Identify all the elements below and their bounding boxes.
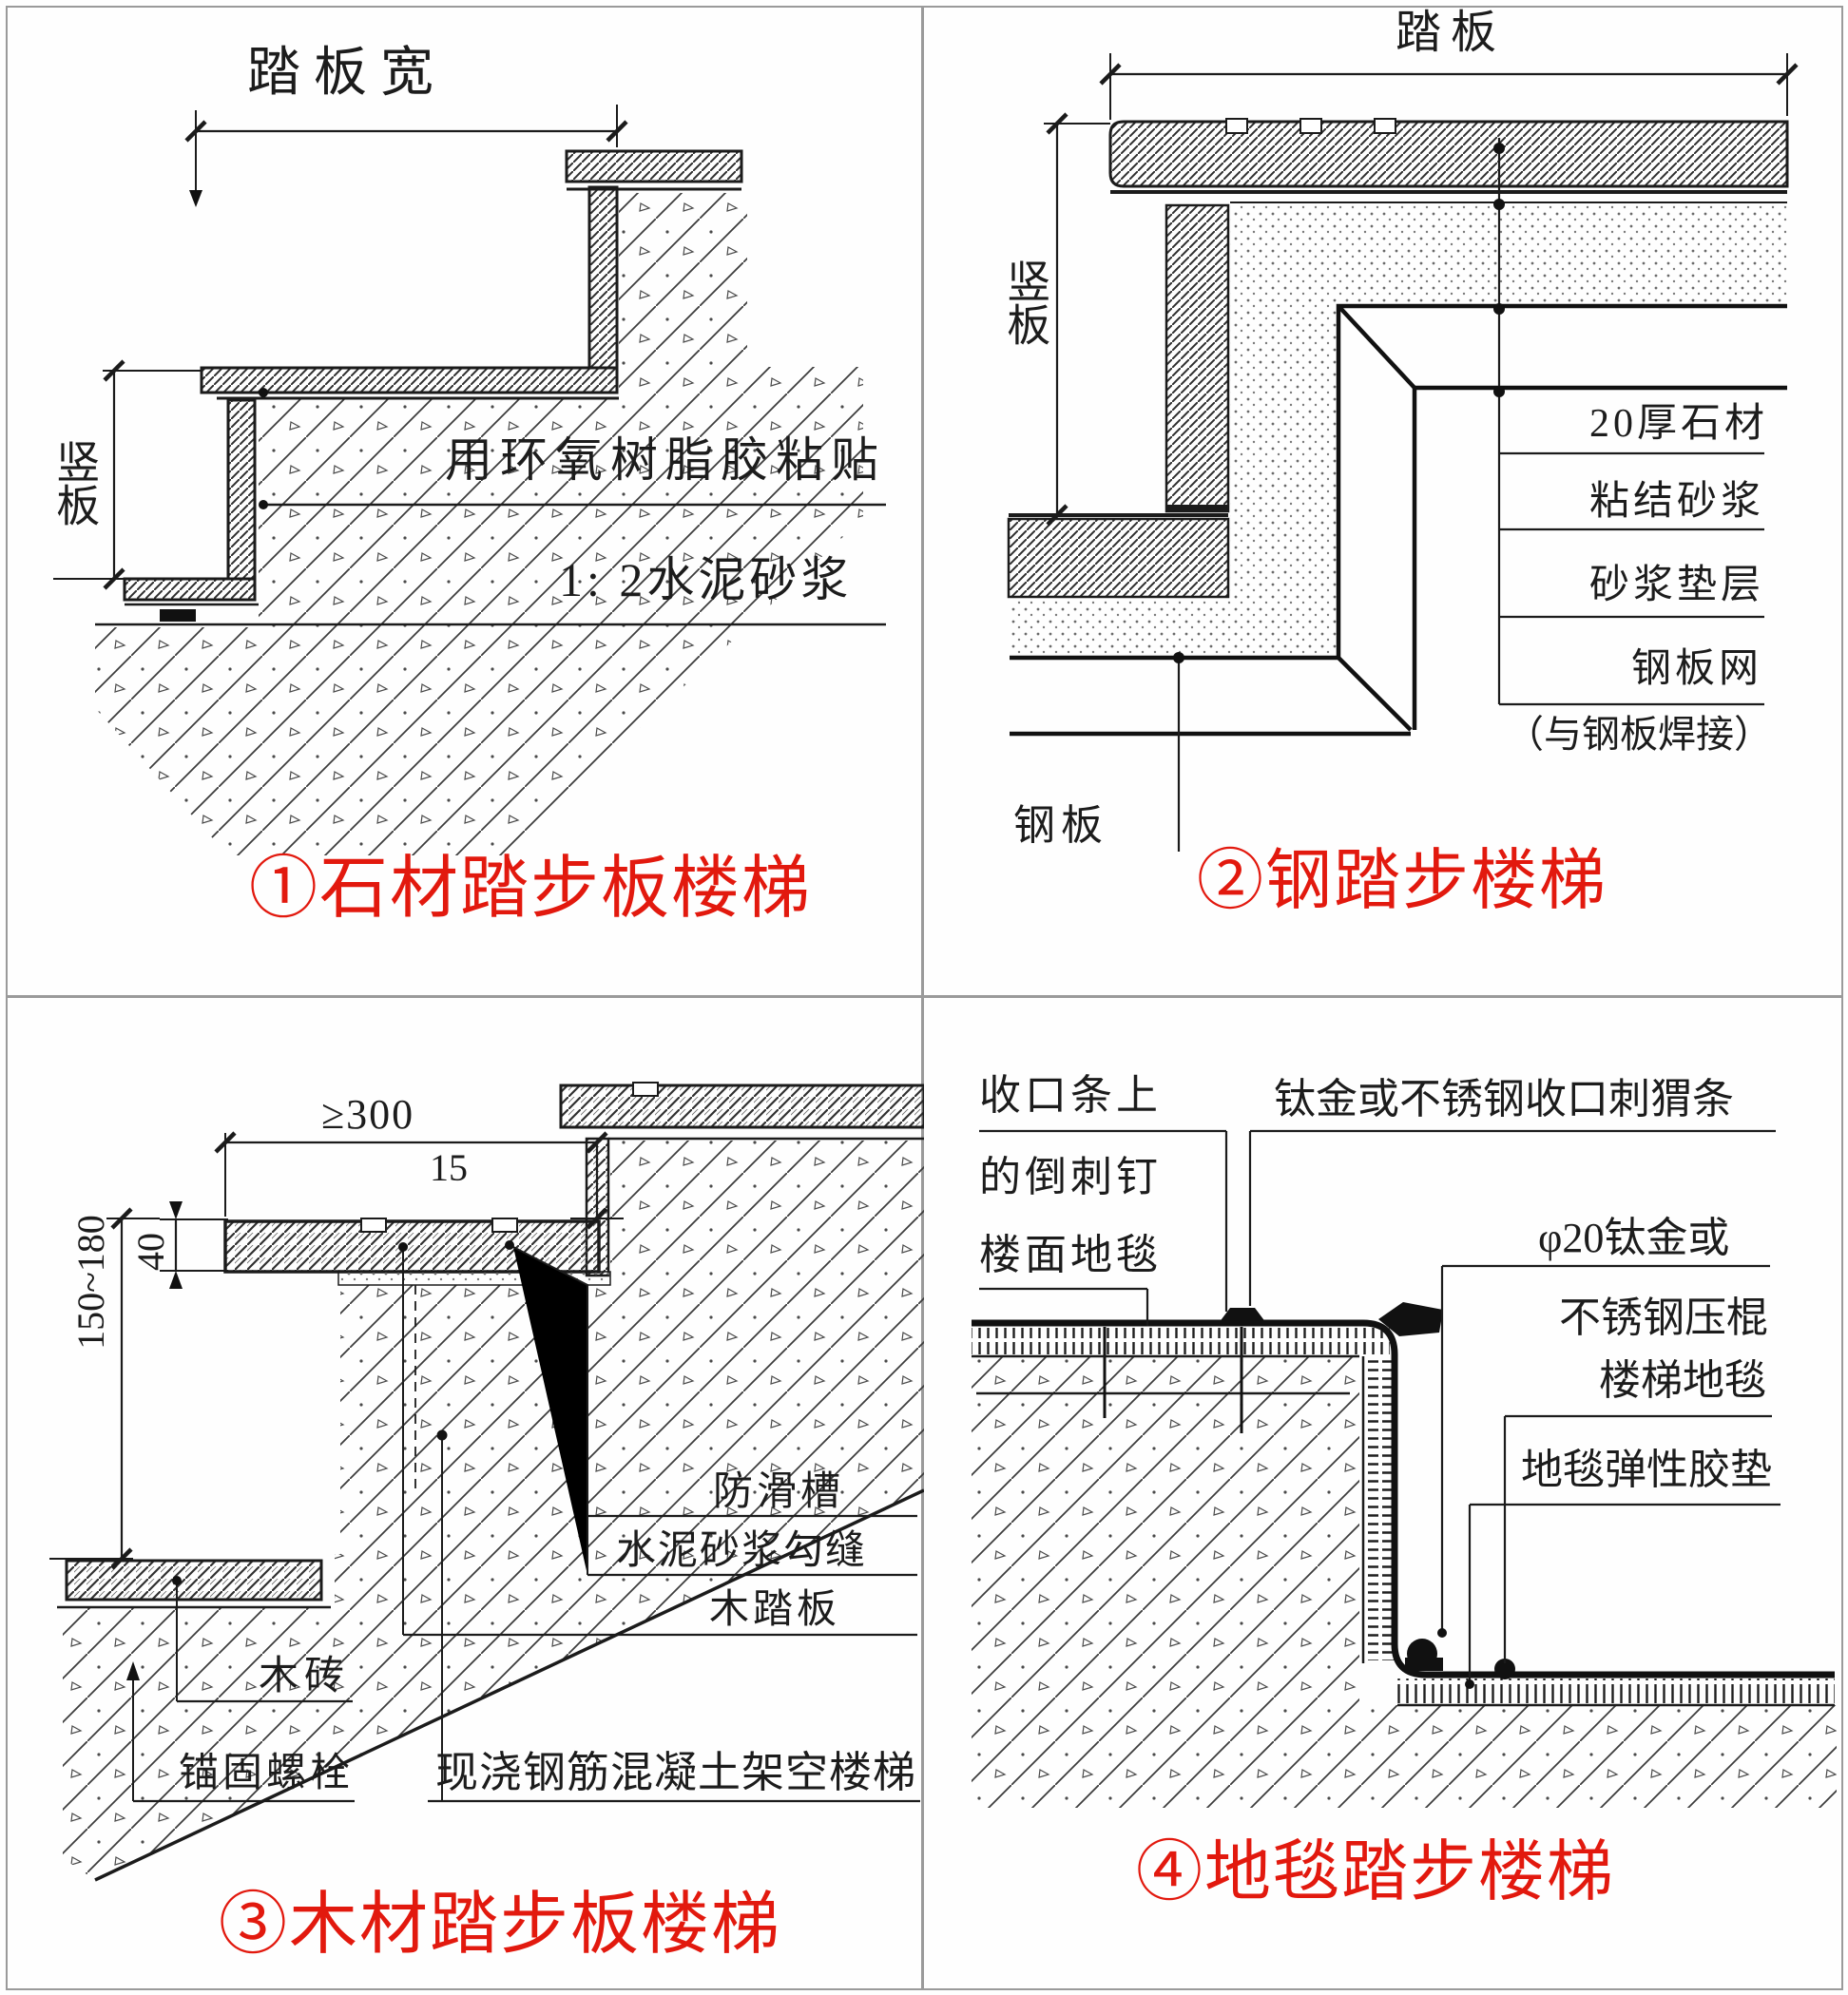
label-riser: 竖板 (1001, 259, 1050, 346)
detail-2-drawing (1007, 53, 1799, 852)
steel-anchor-block (160, 609, 196, 622)
label-steel-plate: 钢板 (1013, 802, 1108, 849)
dim-tread (1099, 53, 1799, 120)
carpet-fix-blob (1494, 1659, 1515, 1679)
dim-label-300: ≥300 (321, 1091, 415, 1138)
leader-lines (132, 1246, 588, 1801)
label-tread-width: 踏板宽 (247, 44, 447, 103)
layer-callout (1497, 138, 1764, 706)
dim-tread-width (184, 105, 628, 207)
carpet-underlay-top (972, 1328, 1390, 1354)
dim-label-150-180: 150~180 (69, 1215, 112, 1350)
label-anchor-bolt: 锚固螺栓 (179, 1752, 355, 1795)
joint-lines (95, 187, 886, 626)
dim-label-15: 15 (430, 1146, 468, 1189)
detail-3-title: ③木材踏步板楼梯 (219, 1887, 782, 1963)
layer-bonding-mortar: 粘结砂浆 (1589, 480, 1765, 524)
callout-dots (1493, 143, 1505, 397)
dim-150-180 (49, 1207, 160, 1570)
label-antislip-groove: 防滑槽 (713, 1470, 845, 1514)
detail-1-title: ①石材踏步板楼梯 (249, 851, 813, 927)
detail-1-stone-tread-stair: 踏板宽 竖板 用环氧树脂胶粘贴 1: 2水泥砂浆 ①石材踏步板楼梯 (0, 0, 924, 997)
stone-tread-lower (123, 577, 257, 602)
detail-3-wood-tread-stair: ≥300 15 40 150~180 防滑槽 水泥砂浆勾缝 木踏板 木砖 锚固螺… (0, 998, 924, 1995)
dim-300 (214, 1131, 608, 1217)
label-stair-carpet: 楼梯地毯 (1599, 1357, 1766, 1404)
dim-riser-height (53, 359, 202, 590)
wood-tread-upper (559, 1084, 924, 1129)
leader-lines (1145, 1131, 1507, 1684)
detail-4-title: ④地毯踏步楼梯 (1136, 1836, 1615, 1909)
stone-riser-upper (587, 185, 619, 370)
page-border (6, 6, 1843, 1990)
detail-2-steel-step-stair: 踏板 竖板 20厚石材 粘结砂浆 砂浆垫层 钢板网 （与钢板焊接） 钢板 ②钢踏… (924, 0, 1848, 997)
label-floor-carpet: 楼面地毯 (979, 1232, 1162, 1278)
stone-tread-upper (565, 149, 743, 183)
layer-mortar-bed: 砂浆垫层 (1589, 564, 1765, 607)
stone-tread-middle (200, 366, 619, 394)
carpet-surface-rail (972, 1319, 1835, 1678)
antislip-grooves (360, 1218, 518, 1233)
note-epoxy: 用环氧树脂胶粘贴 (445, 433, 886, 487)
detail-3-drawing (49, 1082, 924, 1882)
antislip-notches (1225, 118, 1396, 134)
dim-riser (1044, 112, 1114, 527)
gripper-strip-blob (1219, 1308, 1266, 1323)
grid-divider-horizontal (6, 995, 1842, 998)
callout-rules (979, 1129, 1781, 1506)
detail-1-drawing (53, 105, 886, 855)
label-elastic-pad: 地毯弹性胶垫 (1521, 1447, 1772, 1493)
label-tread: 踏板 (1396, 8, 1507, 58)
label-riser: 竖板 (50, 439, 100, 527)
stone-tread-lower (1007, 517, 1230, 599)
detail-4-drawing (972, 1129, 1837, 1808)
steel-plate-outline (1010, 303, 1787, 737)
layer-steel-mesh: 钢板网 (1631, 647, 1763, 691)
label-rod-1: φ20钛金或 (1538, 1215, 1730, 1261)
concrete-hatch (63, 1141, 924, 1880)
concrete-hatch (972, 1356, 1837, 1808)
stone-slabs (123, 149, 743, 602)
anchor-bolt-arrow (126, 1661, 140, 1680)
callout-rules (133, 1514, 920, 1803)
label-closing-strip-1: 收口条上 (979, 1072, 1162, 1119)
dim-label-40: 40 (129, 1233, 172, 1271)
label-wood-tread: 木踏板 (709, 1588, 841, 1632)
stone-riser (1165, 203, 1230, 513)
label-gripper-strip: 钛金或不锈钢收口刺猬条 (1274, 1076, 1734, 1122)
leader-dots (1437, 1628, 1474, 1689)
detail-4-carpet-step-stair: 收口条上 的倒刺钉 楼面地毯 钛金或不锈钢收口刺猬条 φ20钛金或 不锈钢压棍 … (924, 998, 1848, 1995)
carpet-inner-lines (972, 1354, 1835, 1707)
wood-tread-lower (65, 1559, 323, 1602)
label-rod-2: 不锈钢压棍 (1559, 1295, 1768, 1341)
leader-dots (172, 1240, 514, 1585)
label-cement-pointing: 水泥砂浆勾缝 (616, 1529, 868, 1573)
detail-2-title: ②钢踏步楼梯 (1197, 845, 1607, 918)
carpet-underlay-bottom (1397, 1678, 1835, 1703)
mortar-bed-stipple (1010, 205, 1787, 654)
stone-tread (1108, 120, 1789, 188)
bonding-layer-lines (1110, 190, 1787, 203)
metal-blobs (1219, 1302, 1515, 1679)
note-cement-mortar: 1: 2水泥砂浆 (559, 553, 853, 606)
label-concrete-stair: 现浇钢筋混凝土架空楼梯 (435, 1749, 917, 1796)
nosing-trim-blob (1378, 1302, 1443, 1336)
layer-stone-20: 20厚石材 (1589, 402, 1769, 446)
stair-soffit-line (94, 1488, 924, 1882)
stone-riser-lower (226, 398, 257, 581)
dim-40 (160, 1201, 228, 1289)
carpet-underlay-riser (1368, 1354, 1395, 1660)
layer-welded-note: （与钢板焊接） (1506, 713, 1772, 756)
label-wood-brick: 木砖 (259, 1655, 351, 1698)
concrete-hatch (95, 193, 863, 855)
label-closing-strip-2: 的倒刺钉 (979, 1154, 1162, 1200)
dim-15 (570, 1142, 624, 1230)
